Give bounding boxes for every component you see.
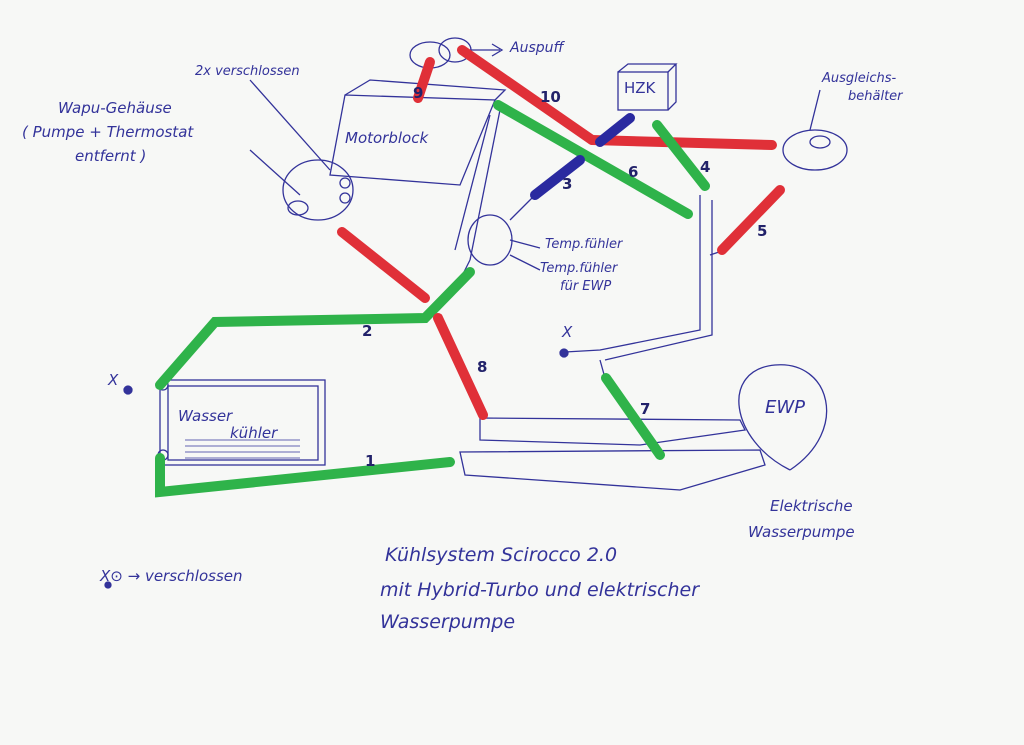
hose-number-3: 3	[562, 175, 573, 193]
hose-3	[530, 155, 585, 200]
hose-hzk-blue	[595, 113, 635, 147]
label-ewp-full-2: Wasserpumpe	[748, 523, 855, 541]
hose-number-1: 1	[365, 452, 376, 470]
label-ausgleich-2: behälter	[848, 89, 903, 104]
label-wapu-1: Wapu-Gehäuse	[58, 99, 172, 117]
label-hzk: HZK	[624, 79, 656, 97]
hose-number-5: 5	[757, 222, 768, 240]
label-2x-verschlossen: 2x verschlossen	[195, 64, 300, 79]
ewp-upper-pipe	[479, 417, 746, 446]
label-wapu-2: ( Pumpe + Thermostat	[22, 123, 194, 141]
label-radiator-2: kühler	[230, 424, 278, 442]
ewp-outline	[738, 364, 828, 471]
label-auspuff: Auspuff	[510, 40, 564, 56]
label-ewp-full-1: Elektrische	[770, 497, 853, 515]
label-temp-sensor-ewp-2: für EWP	[560, 279, 612, 294]
hose-1	[155, 453, 455, 498]
hose-2	[155, 267, 475, 390]
legend-closed: X⊙ → verschlossen	[100, 567, 243, 585]
hose-number-2: 2	[362, 322, 373, 340]
hose-4	[652, 120, 710, 191]
hose-9	[413, 57, 435, 103]
label-ewp: EWP	[765, 397, 806, 418]
label-temp-sensor-ewp-1: Temp.fühler	[540, 261, 618, 276]
hose-6	[493, 100, 693, 219]
hose-number-10: 10	[540, 88, 561, 106]
x-mark-radiator: X	[108, 371, 119, 389]
label-temp-sensor: Temp.fühler	[545, 237, 623, 252]
radiator-outline	[159, 379, 326, 466]
hose-red-left	[337, 227, 430, 303]
title-line-1: Kühlsystem Scirocco 2.0	[385, 544, 618, 566]
engine-block-outline	[329, 79, 507, 186]
hose-number-9: 9	[413, 84, 424, 102]
x-mark-pipe: X	[562, 323, 573, 341]
title-line-2: mit Hybrid-Turbo und elektrischer	[380, 579, 700, 601]
label-radiator-1: Wasser	[178, 407, 233, 425]
label-motorblock: Motorblock	[345, 129, 429, 147]
hose-5	[717, 185, 785, 255]
hose-hzk-expansion	[587, 135, 777, 150]
pump-housing-outline	[282, 159, 354, 221]
label-ausgleich-1: Ausgleichs-	[822, 71, 897, 86]
expansion-tank-outline	[782, 129, 848, 171]
ewp-lower-pipe	[459, 449, 766, 491]
hose-number-7: 7	[640, 400, 651, 418]
hzk-outline	[617, 71, 669, 111]
label-wapu-3: entfernt )	[75, 147, 147, 165]
hose-7	[601, 373, 665, 460]
hose-number-4: 4	[700, 158, 711, 176]
hose-8	[433, 313, 488, 420]
hose-number-6: 6	[628, 163, 639, 181]
hose-10	[457, 45, 597, 145]
title-line-3: Wasserpumpe	[380, 611, 516, 633]
hose-number-8: 8	[477, 358, 488, 376]
